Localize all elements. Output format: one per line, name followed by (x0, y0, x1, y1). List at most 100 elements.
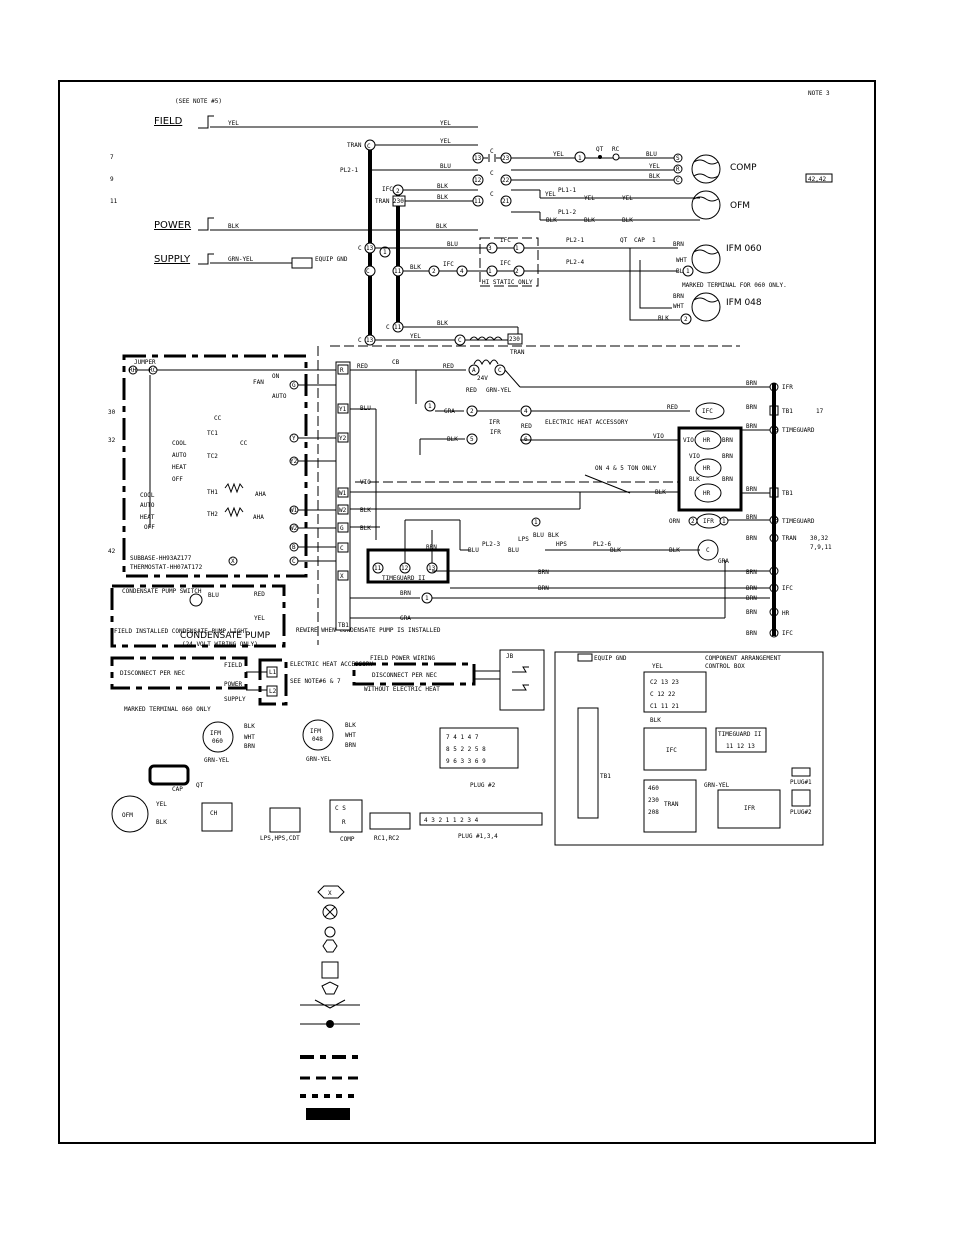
ifm060-symbol (202, 721, 234, 753)
plug2-connector (439, 727, 519, 769)
svg-text:IFR: IFR (489, 419, 500, 426)
svg-text:BLK: BLK (676, 268, 687, 275)
svg-text:3: 3 (488, 245, 492, 252)
svg-text:RED: RED (357, 363, 368, 370)
svg-text:12: 12 (401, 565, 409, 572)
svg-text:8 5 2 2 5 8: 8 5 2 2 5 8 (446, 746, 486, 753)
margin-11: 11 (110, 198, 118, 205)
svg-text:13: 13 (366, 245, 374, 252)
svg-text:C: C (340, 545, 344, 552)
svg-text:BRN: BRN (244, 743, 255, 750)
equip-gnd-icon (291, 257, 313, 269)
svg-text:7 4 1 4 7: 7 4 1 4 7 (446, 734, 479, 741)
svg-text:BRN: BRN (722, 476, 733, 483)
svg-text:WHT: WHT (673, 303, 684, 310)
svg-text:AUTO: AUTO (172, 452, 187, 459)
svg-text:HEAT: HEAT (172, 464, 187, 471)
svg-text:RH: RH (129, 367, 137, 374)
svg-text:BRN: BRN (746, 423, 757, 430)
svg-text:13: 13 (366, 337, 374, 344)
rc-symbol (369, 812, 411, 830)
svg-text:TIMEGUARD II: TIMEGUARD II (382, 575, 426, 582)
svg-text:1: 1 (425, 595, 429, 602)
svg-text:C: C (358, 337, 362, 344)
svg-text:C: C (366, 268, 370, 275)
note3: NOTE 3 (808, 90, 830, 97)
svg-text:IFC: IFC (443, 261, 454, 268)
svg-text:A: A (472, 367, 476, 374)
svg-text:IFC: IFC (702, 408, 713, 415)
svg-text:TC2: TC2 (207, 453, 218, 460)
svg-text:11 12 13: 11 12 13 (726, 743, 755, 750)
svg-text:ON: ON (272, 373, 280, 380)
svg-text:LPS,HPS,CDT: LPS,HPS,CDT (260, 835, 300, 842)
svg-text:GRN-YEL: GRN-YEL (306, 756, 332, 763)
svg-text:BLK: BLK (410, 264, 421, 271)
svg-text:TB1: TB1 (338, 622, 349, 629)
svg-text:AUTO: AUTO (272, 393, 287, 400)
svg-text:EQUIP GND: EQUIP GND (594, 655, 627, 662)
svg-text:Y2: Y2 (339, 435, 347, 442)
svg-text:TH2: TH2 (207, 511, 218, 518)
svg-text:QT: QT (620, 237, 628, 244)
svg-text:BLK: BLK (655, 489, 666, 496)
svg-text:YEL: YEL (228, 120, 239, 127)
svg-text:BLK: BLK (584, 217, 595, 224)
see-note5: (SEE NOTE #5) (175, 98, 222, 105)
svg-text:11: 11 (474, 198, 482, 205)
svg-text:060: 060 (212, 738, 223, 745)
svg-text:TB1: TB1 (782, 408, 793, 415)
svg-text:CC: CC (214, 415, 222, 422)
svg-text:230: 230 (509, 336, 520, 343)
svg-text:BLK: BLK (622, 217, 633, 224)
svg-text:24V: 24V (477, 375, 488, 382)
svg-text:POWER: POWER (224, 681, 242, 688)
svg-text:HR: HR (703, 437, 711, 444)
svg-text:GRN-YEL: GRN-YEL (486, 387, 512, 394)
svg-text:30,32: 30,32 (810, 535, 828, 542)
svg-text:YEL: YEL (622, 195, 633, 202)
svg-text:23: 23 (502, 155, 510, 162)
svg-text:RED: RED (521, 423, 532, 430)
svg-text:1: 1 (428, 403, 432, 410)
svg-text:C: C (490, 191, 494, 198)
svg-text:IFM: IFM (310, 728, 321, 735)
thermostat-subbase-box (122, 354, 308, 578)
svg-text:SUBBASE-HH93AZ177: SUBBASE-HH93AZ177 (130, 555, 192, 562)
svg-text:C S: C S (335, 805, 346, 812)
svg-text:YEL: YEL (440, 138, 451, 145)
svg-text:BRN: BRN (538, 569, 549, 576)
svg-text:CB: CB (392, 359, 400, 366)
svg-text:L1: L1 (269, 669, 277, 676)
svg-text:13: 13 (428, 565, 436, 572)
svg-text:BLK: BLK (360, 507, 371, 514)
ref-42: 42,42 (808, 176, 826, 183)
svg-text:PL2-6: PL2-6 (593, 541, 611, 548)
svg-text:YEL: YEL (584, 195, 595, 202)
svg-text:IFC: IFC (500, 260, 511, 267)
svg-text:DISCONNECT PER NEC: DISCONNECT PER NEC (120, 670, 185, 677)
svg-text:W1: W1 (290, 507, 298, 514)
ifm060-label: IFM 060 (726, 244, 762, 254)
svg-text:11: 11 (394, 268, 402, 275)
margin-9: 9 (110, 176, 114, 183)
svg-text:CAP: CAP (172, 786, 183, 793)
svg-text:Y1: Y1 (339, 406, 347, 413)
svg-text:L2: L2 (269, 688, 277, 695)
svg-text:FIELD INSTALLED CONDENSATE PUM: FIELD INSTALLED CONDENSATE PUMP LIGHT (114, 628, 248, 635)
svg-text:21: 21 (502, 198, 510, 205)
svg-text:RC: RC (612, 146, 620, 153)
svg-text:30: 30 (108, 409, 116, 416)
svg-text:BRN: BRN (746, 585, 757, 592)
svg-text:ON 4 & 5 TON ONLY: ON 4 & 5 TON ONLY (595, 465, 657, 472)
svg-text:THERMOSTAT-HH07AT172: THERMOSTAT-HH07AT172 (130, 564, 203, 571)
svg-text:5: 5 (470, 436, 474, 443)
svg-text:C2 13 23: C2 13 23 (650, 679, 679, 686)
svg-text:PL2-1: PL2-1 (566, 237, 584, 244)
svg-text:C: C (292, 558, 296, 565)
svg-text:W2: W2 (339, 507, 347, 514)
svg-text:IFC: IFC (666, 747, 677, 754)
svg-text:MARKED TERMINAL 060 ONLY: MARKED TERMINAL 060 ONLY (124, 706, 211, 713)
svg-text:2: 2 (432, 268, 436, 275)
svg-text:YEL: YEL (156, 801, 167, 808)
